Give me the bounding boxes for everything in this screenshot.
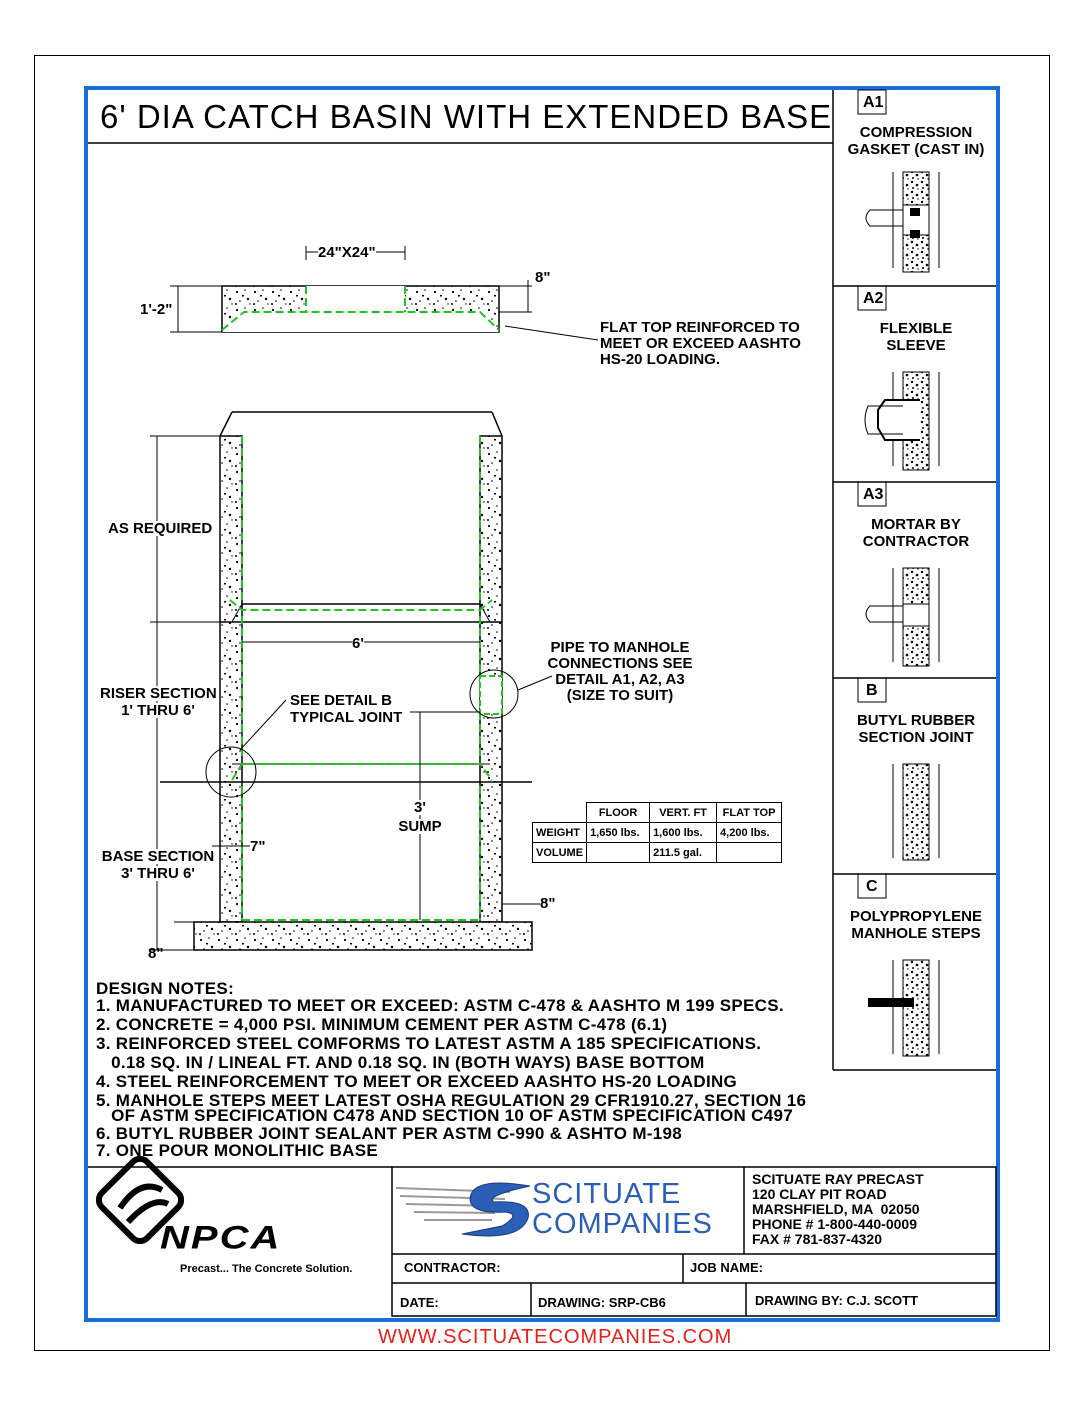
- npca-tagline: Precast... The Concrete Solution.: [180, 1263, 353, 1275]
- sump-dim: 3': [395, 800, 445, 815]
- address-line: MARSHFIELD, MA 02050: [752, 1201, 920, 1217]
- website-link[interactable]: WWW.SCITUATECOMPANIES.COM: [378, 1326, 733, 1348]
- sheet-border: [34, 55, 1050, 1351]
- design-note-line: 3. REINFORCED STEEL COMFORMS TO LATEST A…: [96, 1034, 762, 1053]
- detail-c-tag: C: [866, 878, 878, 895]
- pipe-note-4: (SIZE TO SUIT): [566, 687, 674, 704]
- table-cell: 1,650 lbs.: [586, 822, 651, 843]
- address-line: FAX # 781-837-4320: [752, 1231, 882, 1247]
- contractor-field: CONTRACTOR:: [404, 1260, 501, 1275]
- pipe-note-1: PIPE TO MANHOLE: [550, 639, 690, 656]
- base-thickness-dim: 8": [148, 945, 164, 962]
- table-header: FLOOR: [586, 802, 651, 823]
- slab-dim: 8": [540, 895, 556, 912]
- detail-c-label-2: MANHOLE STEPS: [851, 925, 981, 942]
- design-note-line: 2. CONCRETE = 4,000 PSI. MINIMUM CEMENT …: [96, 1015, 668, 1034]
- design-notes-heading: DESIGN NOTES:: [96, 979, 235, 998]
- table-header-row: FLOOR VERT. FT FLAT TOP: [532, 802, 783, 823]
- date-field: DATE:: [400, 1295, 439, 1310]
- npca-wordmark: NPCA: [160, 1220, 282, 1256]
- drawing-frame: [84, 86, 1000, 1322]
- design-note-line: 5. MANHOLE STEPS MEET LATEST OSHA REGULA…: [96, 1091, 807, 1110]
- pipe-note-2: CONNECTIONS SEE: [547, 655, 693, 672]
- pipe-note-3: DETAIL A1, A2, A3: [555, 671, 685, 688]
- detail-b-note-1: SEE DETAIL B: [290, 692, 392, 709]
- flat-top-note-1: FLAT TOP REINFORCED TO: [600, 319, 800, 336]
- address-line: SCITUATE RAY PRECAST: [752, 1171, 924, 1187]
- design-note-line: 7. ONE POUR MONOLITHIC BASE: [96, 1141, 379, 1160]
- detail-a1-drawing: [865, 171, 940, 273]
- job-name-field: JOB NAME:: [690, 1260, 763, 1275]
- detail-b-drawing: [892, 763, 940, 861]
- flat-top-drawing: [170, 246, 599, 341]
- table-cell: 1,600 lbs.: [649, 822, 718, 843]
- sump-label: SUMP: [390, 819, 450, 834]
- table-cell: 4,200 lbs.: [716, 822, 783, 843]
- detail-a1-tag: A1: [863, 94, 884, 111]
- table-cell: 211.5 gal.: [649, 842, 718, 863]
- detail-a3-label-1: MORTAR BY: [871, 516, 961, 533]
- title-block-lines: [391, 1166, 997, 1317]
- npca-logo: [95, 1155, 185, 1245]
- detail-a3-label-2: CONTRACTOR: [862, 533, 970, 550]
- design-note-line: OF ASTM SPECIFICATION C478 AND SECTION 1…: [96, 1106, 793, 1125]
- wall-dim: 7": [250, 838, 266, 855]
- design-note-line: 4. STEEL REINFORCEMENT TO MEET OR EXCEED…: [96, 1072, 738, 1091]
- detail-c-label-1: POLYPROPYLENE: [850, 908, 982, 925]
- flat-top-note-2: MEET OR EXCEED AASHTO: [600, 335, 801, 352]
- table-header: FLAT TOP: [716, 802, 783, 823]
- flat-top-note-3: HS-20 LOADING.: [600, 351, 721, 368]
- brand-scituate: SCITUATE: [532, 1178, 682, 1210]
- table-header: VERT. FT: [649, 802, 718, 823]
- detail-a2-label-1: FLEXIBLE: [879, 320, 953, 337]
- detail-a3-tag: A3: [863, 486, 884, 503]
- scituate-swoosh-logo: [395, 1182, 531, 1237]
- address-line: 120 CLAY PIT ROAD: [752, 1186, 887, 1202]
- top-height-dim: 1'-2": [140, 301, 173, 318]
- table-row: WEIGHT 1,650 lbs. 1,600 lbs. 4,200 lbs.: [531, 822, 783, 843]
- table-cell: VOLUME: [531, 842, 588, 863]
- drawn-by-field: DRAWING BY: C.J. SCOTT: [755, 1293, 918, 1308]
- detail-a1-label-2: GASKET (CAST IN): [847, 141, 985, 158]
- design-note-line: 1. MANUFACTURED TO MEET OR EXCEED: ASTM …: [96, 996, 784, 1015]
- brand-companies: COMPANIES: [532, 1208, 713, 1240]
- riser-label-1: RISER SECTION: [100, 685, 217, 702]
- detail-a2-drawing: [864, 371, 940, 471]
- detail-a2-tag: A2: [863, 290, 884, 307]
- detail-b-note-2: TYPICAL JOINT: [290, 709, 403, 726]
- base-label-2: 3' THRU 6': [100, 866, 216, 881]
- detail-b-tag: B: [866, 682, 878, 699]
- riser-label-2: 1' THRU 6': [100, 703, 216, 718]
- address-line: PHONE # 1-800-440-0009: [752, 1216, 917, 1232]
- table-row: VOLUME 211.5 gal.: [531, 842, 783, 863]
- table-cell: [716, 842, 783, 863]
- detail-c-drawing: [868, 959, 940, 1057]
- design-note-line: 0.18 SQ. IN / LINEAL FT. AND 0.18 SQ. IN…: [96, 1053, 705, 1072]
- base-label-1: BASE SECTION: [100, 848, 216, 865]
- opening-dim: 24"X24": [318, 244, 376, 261]
- drawing-title: 6' DIA CATCH BASIN WITH EXTENDED BASE: [100, 98, 833, 135]
- detail-b-label-1: BUTYL RUBBER: [856, 712, 976, 729]
- table-cell: WEIGHT: [531, 822, 588, 843]
- table-header: [532, 802, 588, 823]
- detail-a1-label-1: COMPRESSION: [859, 124, 973, 141]
- detail-a3-drawing: [865, 567, 940, 667]
- spec-table: FLOOR VERT. FT FLAT TOP WEIGHT 1,650 lbs…: [531, 802, 783, 863]
- as-required-label: AS REQUIRED: [108, 520, 213, 537]
- design-note-line: 6. BUTYL RUBBER JOINT SEALANT PER ASTM C…: [96, 1124, 683, 1143]
- table-cell: [586, 842, 651, 863]
- drawing-number-field: DRAWING: SRP-CB6: [538, 1295, 666, 1310]
- detail-b-label-2: SECTION JOINT: [858, 729, 974, 746]
- detail-a2-label-2: SLEEVE: [886, 337, 946, 354]
- diameter-dim: 6': [352, 635, 364, 652]
- top-thickness-dim: 8": [535, 269, 551, 286]
- section-drawing: [150, 411, 553, 951]
